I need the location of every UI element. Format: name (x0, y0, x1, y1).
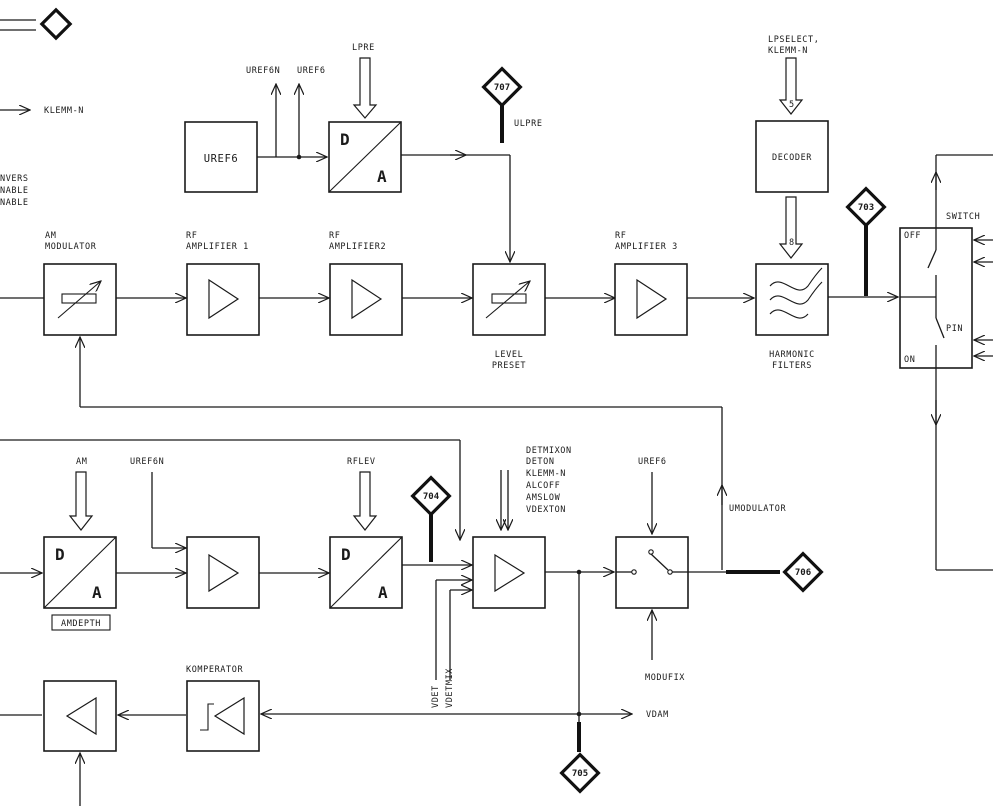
level-preset-label-1: LEVEL (495, 350, 524, 360)
decoder-block (755, 120, 829, 193)
amdepth-label: AMDEPTH (61, 619, 101, 629)
bus8-label: 8 (789, 238, 795, 248)
vdexton-label: VDEXTON (526, 505, 566, 515)
detmixon-label: DETMIXON (526, 446, 572, 456)
tp706-label: 706 (795, 568, 811, 578)
switch-pin-label: PIN (946, 324, 963, 334)
switch-on-label: ON (904, 355, 915, 365)
amdepth-box (51, 614, 111, 631)
vdetmix-label: VDETMIX (445, 668, 455, 708)
umodulator-label: UMODULATOR (729, 504, 786, 514)
vdam-label: VDAM (646, 710, 669, 720)
uref6-bottom-label: UREF6 (638, 457, 667, 467)
uref6-block-label: UREF6 (204, 153, 239, 165)
dac-lpre-a: A (377, 167, 387, 186)
am-modulator-title-2: MODULATOR (45, 242, 97, 252)
ulpre-label: ULPRE (514, 119, 543, 129)
uref6n-bottom-label: UREF6N (130, 457, 164, 467)
harmonic-label-2: FILTERS (772, 361, 812, 371)
lpre-label: LPRE (352, 43, 375, 53)
rf-amp2-title-2: AMPLIFIER2 (329, 242, 386, 252)
nable-label-2: NABLE (0, 198, 29, 208)
uref6-block (184, 121, 258, 193)
dac-am-d: D (55, 545, 65, 564)
lpselect-klemm-label: KLEMM-N (768, 46, 808, 56)
dac-rflev-a: A (378, 583, 388, 602)
level-preset-block (472, 263, 546, 336)
vdet-label: VDET (431, 685, 441, 708)
komperator-block (186, 680, 260, 752)
alc-amp-block (472, 536, 546, 609)
switch-off-label: OFF (904, 231, 921, 241)
rflev-label: RFLEV (347, 457, 376, 467)
uref6n-top-label: UREF6N (246, 66, 280, 76)
am-modulator-title-1: AM (45, 231, 56, 241)
rf-amp3-title-1: RF (615, 231, 626, 241)
harmonic-label-1: HARMONIC (769, 350, 815, 360)
nable-label-1: NABLE (0, 186, 29, 196)
rf-amp3-title-2: AMPLIFIER 3 (615, 242, 678, 252)
tp705-label: 705 (572, 769, 588, 779)
uref6-top-label: UREF6 (297, 66, 326, 76)
rf-amp1-title-1: RF (186, 231, 197, 241)
harmonic-filter-block (755, 263, 829, 336)
top-left-lines (0, 7, 73, 110)
tp704-label: 704 (423, 492, 440, 502)
modufix-label: MODUFIX (645, 673, 685, 683)
switch-label: SWITCH (946, 212, 980, 222)
rf-amp2-title-1: RF (329, 231, 340, 241)
tp707-label: 707 (494, 83, 510, 93)
amslow-label: AMSLOW (526, 493, 561, 503)
lpselect-label: LPSELECT, (768, 35, 819, 45)
klemm-n-bottom-label: KLEMM-N (526, 469, 566, 479)
decoder-label: DECODER (772, 153, 812, 163)
rf-amp1-title-2: AMPLIFIER 1 (186, 242, 249, 252)
tp703-label: 703 (858, 203, 874, 213)
rflev-bus-arrow (352, 471, 378, 531)
komperator-label: KOMPERATOR (186, 665, 243, 675)
am-bus-arrow (68, 471, 94, 531)
return-amp-block (43, 680, 117, 752)
klemm-n-left-label: KLEMM-N (44, 106, 84, 116)
bus5-label: 5 (789, 100, 795, 110)
am-input-label: AM (76, 457, 87, 467)
deton-label: DETON (526, 457, 555, 467)
nvers-label: NVERS (0, 174, 29, 184)
dac-lpre-d: D (340, 130, 350, 149)
alcoff-label: ALCOFF (526, 481, 560, 491)
dac-rflev-d: D (341, 545, 351, 564)
level-preset-label-2: PRESET (492, 361, 526, 371)
lpre-bus-arrow (352, 57, 378, 119)
decoder-in-bus (778, 57, 804, 115)
dac-am-a: A (92, 583, 102, 602)
decoder-out-bus (778, 196, 804, 259)
